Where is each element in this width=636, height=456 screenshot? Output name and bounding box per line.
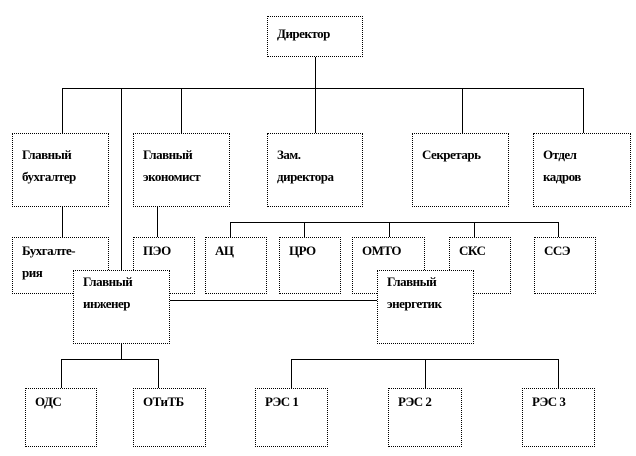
connector — [61, 359, 62, 388]
box-label: Зам. — [277, 147, 301, 162]
box-label: директора — [277, 169, 334, 184]
connector — [462, 88, 463, 133]
connector — [158, 359, 159, 388]
connector — [62, 88, 584, 89]
box-ac: АЦ — [205, 237, 267, 294]
connector — [315, 57, 316, 88]
box-label: РЭС 2 — [398, 394, 432, 409]
connector — [389, 222, 390, 237]
connector — [121, 344, 122, 359]
box-res3: РЭС 3 — [522, 388, 595, 447]
connector — [181, 88, 182, 133]
box-ods: ОДС — [25, 388, 97, 447]
box-label: Отдел — [543, 147, 577, 162]
connector — [304, 222, 305, 237]
connector — [291, 359, 292, 388]
box-label: Директор — [277, 26, 330, 41]
box-label: бухгалтер — [22, 169, 76, 184]
connector — [315, 88, 316, 133]
box-label: Бухгалте- — [22, 243, 76, 258]
box-label: ОМТО — [362, 243, 402, 258]
box-label: ПЭО — [143, 243, 171, 258]
box-secretary: Секретарь — [412, 133, 509, 207]
box-label: Секретарь — [422, 147, 481, 162]
box-chief-engineer: Главный инженер — [73, 270, 170, 344]
box-label: РЭС 3 — [532, 394, 566, 409]
box-label: АЦ — [215, 243, 234, 258]
connector — [558, 359, 559, 388]
box-otitb: ОТиТБ — [133, 388, 206, 447]
box-chief-power-engineer: Главный энергетик — [377, 270, 474, 344]
box-label: ССЭ — [544, 243, 571, 258]
box-chief-accountant: Главный бухгалтер — [12, 133, 109, 207]
box-res2: РЭС 2 — [388, 388, 462, 447]
connector — [121, 88, 122, 270]
box-label: РЭС 1 — [265, 394, 299, 409]
box-hr-department: Отдел кадров — [533, 133, 631, 207]
connector — [170, 300, 377, 301]
box-label: ЦРО — [289, 243, 316, 258]
connector — [425, 359, 426, 388]
box-label: кадров — [543, 169, 581, 184]
box-sks: СКС — [449, 237, 511, 294]
box-label: СКС — [459, 243, 486, 258]
box-label: энергетик — [387, 296, 442, 311]
connector — [230, 222, 231, 237]
box-deputy-director: Зам. директора — [267, 133, 363, 207]
box-label: Главный — [387, 274, 437, 289]
box-cro: ЦРО — [279, 237, 341, 294]
box-label: Главный — [22, 147, 72, 162]
box-label: инженер — [83, 296, 131, 311]
connector — [62, 207, 63, 237]
connector — [474, 222, 475, 237]
connector — [583, 88, 584, 133]
box-label: Главный — [83, 274, 133, 289]
box-label: рия — [22, 265, 43, 280]
box-label: Главный — [143, 147, 193, 162]
box-sse: ССЭ — [534, 237, 596, 294]
box-label: экономист — [143, 169, 201, 184]
connector — [157, 207, 158, 237]
connector — [558, 222, 559, 237]
box-res1: РЭС 1 — [255, 388, 328, 447]
connector — [62, 88, 63, 133]
connector — [61, 359, 159, 360]
connector — [230, 222, 559, 223]
box-label: ОТиТБ — [143, 394, 184, 409]
box-director: Директор — [267, 16, 363, 57]
box-chief-economist: Главный экономист — [133, 133, 230, 207]
box-label: ОДС — [35, 394, 62, 409]
